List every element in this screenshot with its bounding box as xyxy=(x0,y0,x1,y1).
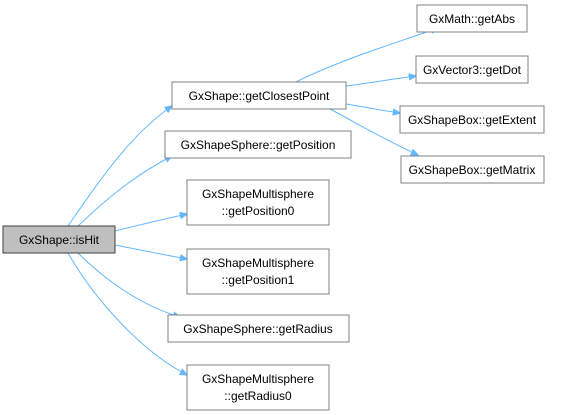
node-getExtent-label: GxShapeBox::getExtent xyxy=(408,113,537,127)
node-sphere-getRadius-label: GxShapeSphere::getRadius xyxy=(183,322,332,336)
node-multi-getPosition0-line1: GxShapeMultisphere xyxy=(202,187,314,201)
node-getMatrix-label: GxShapeBox::getMatrix xyxy=(409,163,536,177)
node-getDot-label: GxVector3::getDot xyxy=(423,63,522,77)
node-multi-getRadius0-line1: GxShapeMultisphere xyxy=(202,372,314,386)
node-multi-getPosition1-line2: ::getPosition1 xyxy=(222,273,295,287)
node-getDot[interactable]: GxVector3::getDot xyxy=(415,55,529,84)
node-multi-getRadius0-line2: ::getRadius0 xyxy=(224,389,292,403)
node-getAbs-label: GxMath::getAbs xyxy=(429,12,515,26)
node-sphere-getRadius[interactable]: GxShapeSphere::getRadius xyxy=(167,314,350,343)
node-getAbs[interactable]: GxMath::getAbs xyxy=(416,4,528,33)
edge-closest-getAbs xyxy=(295,28,438,83)
node-sphere-getPosition-label: GxShapeSphere::getPosition xyxy=(181,138,336,152)
edge-isHit-sphere-getRadius xyxy=(77,252,180,317)
node-isHit-label: GxShape::isHit xyxy=(19,233,100,247)
node-multi-getPosition0[interactable]: GxShapeMultisphere ::getPosition0 xyxy=(186,179,330,226)
edge-isHit-multi-getPosition1 xyxy=(114,244,187,259)
node-multi-getPosition1-line1: GxShapeMultisphere xyxy=(202,256,314,270)
node-getClosestPoint-label: GxShape::getClosestPoint xyxy=(189,89,330,103)
node-getExtent[interactable]: GxShapeBox::getExtent xyxy=(399,105,545,134)
edge-isHit-getClosestPoint xyxy=(67,106,172,227)
edge-isHit-sphere-getPosition xyxy=(77,156,172,227)
edge-isHit-multi-getPosition0 xyxy=(114,214,187,232)
node-getMatrix[interactable]: GxShapeBox::getMatrix xyxy=(400,155,545,184)
edges xyxy=(67,28,438,375)
node-multi-getPosition0-line2: ::getPosition0 xyxy=(222,204,295,218)
node-multi-getRadius0[interactable]: GxShapeMultisphere ::getRadius0 xyxy=(186,364,330,411)
edge-isHit-multi-getRadius0 xyxy=(67,252,187,375)
node-getClosestPoint[interactable]: GxShape::getClosestPoint xyxy=(171,81,347,110)
node-sphere-getPosition[interactable]: GxShapeSphere::getPosition xyxy=(164,130,352,159)
node-isHit[interactable]: GxShape::isHit xyxy=(2,225,116,254)
edge-closest-getExtent xyxy=(345,103,400,113)
edge-closest-getDot xyxy=(345,76,416,87)
node-multi-getPosition1[interactable]: GxShapeMultisphere ::getPosition1 xyxy=(186,248,330,295)
edge-closest-getMatrix xyxy=(329,108,418,155)
